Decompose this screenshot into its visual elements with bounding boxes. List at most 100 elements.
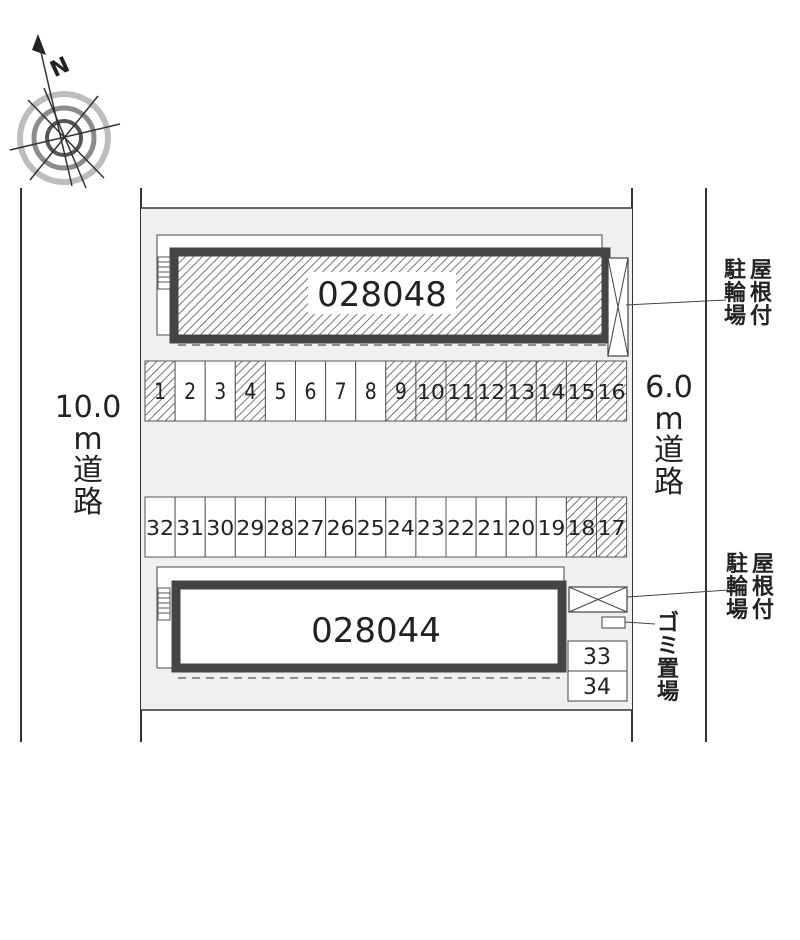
parking-lot-8-label: 8	[365, 380, 377, 405]
bike-parking-top-label: 駐 輪 場 屋 根 付	[724, 259, 784, 328]
parking-lot-32-label: 32	[146, 516, 174, 540]
parking-lot-1	[144, 360, 176, 422]
parking-lot-29-label: 29	[236, 516, 264, 540]
label-char: 場	[656, 680, 679, 706]
parking-lot-10	[415, 360, 447, 422]
parking-lot-4-label: 4	[244, 380, 256, 405]
east-road-width: 6.0	[645, 370, 693, 405]
bike-bottom-col2: 屋 根 付	[752, 553, 774, 622]
parking-lot-6-label: 6	[305, 380, 317, 405]
parking-lot-25	[355, 496, 387, 558]
west-road-unit: m	[73, 421, 103, 457]
parking-lot-11	[445, 360, 477, 422]
parking-lot-3	[204, 360, 236, 422]
garbage-area	[601, 616, 626, 629]
leader-line-garbage	[624, 621, 656, 625]
parking-lot-12	[475, 360, 507, 422]
parking-lot-16-label: 16	[598, 380, 626, 404]
label-char: 輪	[724, 281, 747, 307]
parking-lot-23-label: 23	[417, 516, 445, 540]
garbage-label: ゴ ミ 置 場	[652, 612, 684, 704]
west-road-label: 10.0 m 道 路	[38, 392, 138, 518]
label-char: 屋	[752, 552, 775, 577]
label-char: 付	[752, 598, 775, 624]
parking-lot-10-label: 10	[417, 380, 445, 404]
bike-parking-bottom-label: 駐 輪 場 屋 根 付	[726, 553, 786, 622]
parking-lot-19	[535, 496, 567, 558]
bike-top-col2: 屋 根 付	[750, 259, 772, 328]
parking-lot-28-label: 28	[266, 516, 294, 540]
leader-line-bike-top	[625, 299, 727, 306]
building-top-id: 028048	[317, 275, 447, 315]
label-char: 根	[752, 575, 775, 601]
east-road-char-2: 路	[654, 464, 684, 500]
label-char: 屋	[750, 258, 773, 283]
parking-lot-17	[596, 496, 628, 558]
parking-lot-21	[475, 496, 507, 558]
parking-lot-16	[596, 360, 628, 422]
parking-lot-20	[505, 496, 537, 558]
east-road-unit: m	[654, 401, 684, 437]
bike-bottom-col1: 駐 輪 場	[726, 553, 748, 622]
parking-lot-33	[567, 640, 628, 672]
north-label: N	[47, 52, 74, 82]
label-char: 輪	[726, 575, 749, 601]
east-road-char-1: 道	[654, 433, 684, 468]
building-top	[156, 234, 611, 346]
parking-lot-24-label: 24	[387, 516, 415, 540]
parking-lot-12-label: 12	[477, 380, 505, 404]
parking-lot-31	[174, 496, 206, 558]
label-char: 駐	[726, 552, 749, 577]
label-char: 置	[656, 657, 679, 683]
west-road-char-2: 路	[73, 484, 103, 520]
parking-lot-27	[295, 496, 327, 558]
label-char: ミ	[656, 634, 679, 660]
parking-lot-7-label: 7	[335, 380, 347, 405]
parking-lot-31-label: 31	[176, 516, 204, 540]
west-road-char-1: 道	[73, 453, 103, 488]
bike-parking-top	[607, 257, 629, 357]
parking-lot-24	[385, 496, 417, 558]
label-char: 場	[726, 598, 749, 624]
label-char: 場	[724, 304, 747, 330]
building-bottom	[156, 566, 567, 679]
parking-lot-34-label: 34	[583, 675, 611, 700]
parking-lot-3-label: 3	[214, 380, 226, 405]
parking-lot-23	[415, 496, 447, 558]
stairs-icon	[157, 256, 171, 290]
label-char: 駐	[724, 258, 747, 283]
parking-lot-5-label: 5	[274, 380, 286, 405]
parking-lot-13	[505, 360, 537, 422]
parking-lot-30-label: 30	[206, 516, 234, 540]
parking-lot-25-label: 25	[357, 516, 385, 540]
leader-line-bike-bottom	[626, 589, 729, 598]
parking-lot-9-label: 9	[395, 380, 407, 405]
bike-top-col1: 駐 輪 場	[724, 259, 746, 328]
parking-lot-17-label: 17	[598, 516, 626, 540]
label-char: 付	[750, 304, 773, 330]
parking-lot-21-label: 21	[477, 516, 505, 540]
parking-lot-14-label: 14	[537, 380, 565, 404]
parking-lot-22	[445, 496, 477, 558]
parking-lot-8	[355, 360, 387, 422]
parking-lot-6	[295, 360, 327, 422]
parking-lot-11-label: 11	[447, 380, 475, 404]
label-char: ゴ	[656, 611, 679, 636]
parking-lot-2	[174, 360, 206, 422]
parking-lot-18-label: 18	[567, 516, 595, 540]
parking-lot-7	[325, 360, 357, 422]
parking-lot-29	[234, 496, 266, 558]
parking-lot-15-label: 15	[567, 380, 595, 404]
building-bottom-id: 028044	[311, 611, 441, 651]
parking-lot-22-label: 22	[447, 516, 475, 540]
parking-lot-34	[567, 670, 628, 702]
parking-lot-1-label: 1	[154, 380, 166, 405]
parking-lot-20-label: 20	[507, 516, 535, 540]
parking-lot-26-label: 26	[327, 516, 355, 540]
parking-lot-13-label: 13	[507, 380, 535, 404]
label-char: 根	[750, 281, 773, 307]
parking-lot-18	[565, 496, 598, 558]
parking-lot-32	[144, 496, 176, 558]
